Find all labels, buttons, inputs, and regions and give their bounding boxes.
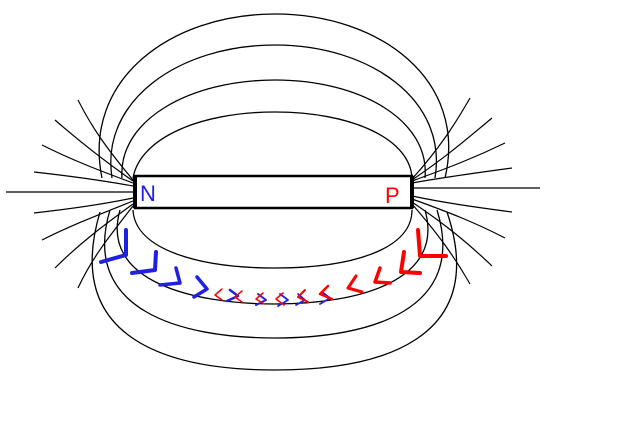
right-fan-line bbox=[411, 203, 471, 285]
upper-loop-4 bbox=[98, 13, 450, 179]
left-fan-line bbox=[41, 144, 134, 184]
right-fan-line bbox=[411, 201, 493, 267]
red-arrow bbox=[297, 289, 309, 303]
left-fan-line bbox=[33, 171, 134, 187]
upper-field-loops bbox=[98, 13, 450, 179]
right-fan-line bbox=[411, 142, 506, 182]
red-arrow bbox=[346, 274, 364, 294]
positive-pole-label: P bbox=[385, 183, 400, 208]
left-fan-line bbox=[54, 203, 134, 269]
red-arrow bbox=[234, 290, 243, 303]
blue-arrow bbox=[99, 228, 128, 264]
red-arrow-chain bbox=[214, 228, 448, 306]
right-fan-line bbox=[411, 198, 506, 239]
red-arrow bbox=[399, 250, 422, 275]
left-fan-line bbox=[77, 99, 134, 181]
right-fan-line bbox=[411, 97, 471, 180]
right-fan-lines bbox=[411, 97, 540, 285]
left-fan-line bbox=[77, 205, 134, 289]
left-fan-line bbox=[41, 200, 134, 241]
upper-loop-1 bbox=[132, 111, 413, 179]
bar-magnet: N P bbox=[133, 174, 414, 210]
red-arrow bbox=[275, 292, 285, 306]
red-arrow bbox=[214, 288, 223, 301]
lower-loop-3 bbox=[103, 209, 444, 339]
lower-loop-2 bbox=[116, 209, 429, 305]
right-fan-line bbox=[411, 167, 513, 184]
red-arrow bbox=[373, 266, 392, 285]
red-arrow bbox=[318, 284, 334, 301]
lower-loop-1 bbox=[132, 209, 413, 269]
blue-arrow bbox=[130, 250, 158, 275]
upper-loop-3 bbox=[110, 44, 438, 179]
left-fan-line bbox=[54, 119, 134, 182]
red-arrow bbox=[255, 292, 265, 305]
blue-arrow bbox=[192, 275, 209, 299]
lower-loop-4 bbox=[91, 211, 458, 371]
north-pole-label: N bbox=[140, 181, 156, 206]
lower-field-loops bbox=[91, 209, 458, 371]
blue-arrow bbox=[158, 266, 182, 287]
right-fan-line bbox=[411, 117, 493, 181]
blue-arrow bbox=[225, 288, 240, 303]
magnet-body bbox=[133, 174, 414, 210]
upper-loop-2 bbox=[121, 79, 426, 179]
left-fan-line bbox=[33, 197, 134, 214]
left-fan-lines bbox=[6, 99, 134, 289]
red-arrow bbox=[416, 228, 448, 258]
right-fan-line bbox=[411, 195, 513, 213]
